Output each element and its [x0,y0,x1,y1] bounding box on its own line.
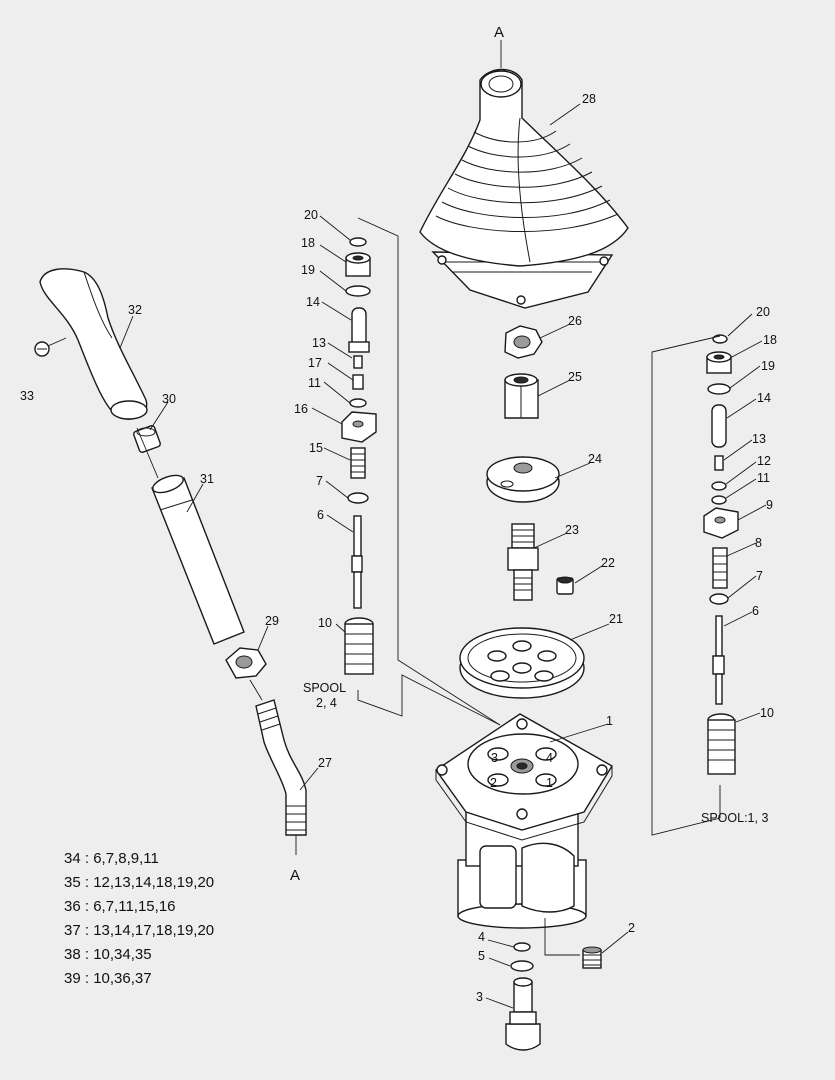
right-part-label-9: 9 [766,498,773,512]
kit-row-34: 34 : 6,7,8,9,11 [64,850,159,867]
left-part-label-10: 10 [318,616,332,630]
right-part-label-8: 8 [755,536,762,550]
seal-part-4 [513,942,531,952]
part-label-4: 4 [478,930,485,944]
rod-part-27 [255,699,307,836]
port-number-4: 4 [546,751,553,765]
collar-part-30 [133,425,161,453]
spool-label-right: SPOOL:1, 3 [701,811,768,825]
nut-part-29 [225,647,267,679]
joint-part-23 [507,523,539,601]
pipe-part-31 [151,474,245,645]
left-part-label-18: 18 [301,236,315,250]
part-label-27: 27 [318,756,332,770]
left-part-label-20: 20 [304,208,318,222]
shaft-part-3 [505,977,541,1051]
kit-list: 34 : 6,7,8,9,11 35 : 12,13,14,18,19,20 3… [64,850,214,987]
left-part-label-11: 11 [308,376,321,390]
port-number-2: 2 [490,776,497,790]
part-label-2: 2 [628,921,635,935]
part-label-25: 25 [568,370,582,384]
section-mark-bottom: A [290,867,300,884]
coupling-part-25 [504,373,539,419]
right-part-label-10: 10 [760,706,774,720]
right-part-label-6: 6 [752,604,759,618]
body-part-1 [435,713,613,929]
left-spool-stack [341,237,377,675]
nut-part-26 [504,325,543,359]
left-part-label-15: 15 [309,441,323,455]
right-part-label-19: 19 [761,359,775,373]
part-label-31: 31 [200,472,214,486]
spool-label-left-1: SPOOL [303,681,346,695]
section-mark-top: A [494,24,504,41]
boot-part-28 [419,68,629,309]
kit-row-39: 39 : 10,36,37 [64,970,152,987]
right-part-label-13: 13 [752,432,766,446]
right-part-label-20: 20 [756,305,770,319]
plug-part-2 [582,946,602,969]
left-part-label-16: 16 [294,402,308,416]
right-spool-stack [703,334,739,775]
left-part-label-13: 13 [312,336,326,350]
kit-row-38: 38 : 10,34,35 [64,946,152,963]
grip-part-32 [39,268,148,420]
left-part-label-7: 7 [316,474,323,488]
part-label-5: 5 [478,949,485,963]
plug-part-22 [556,576,574,595]
part-label-26: 26 [568,314,582,328]
left-part-label-6: 6 [317,508,324,522]
part-label-33: 33 [20,389,34,403]
part-label-29: 29 [265,614,279,628]
part-label-22: 22 [601,556,615,570]
part-label-1: 1 [606,714,613,728]
part-label-23: 23 [565,523,579,537]
kit-row-35: 35 : 12,13,14,18,19,20 [64,874,214,891]
right-part-label-11: 11 [757,471,770,485]
right-part-label-7: 7 [756,569,763,583]
part-label-21: 21 [609,612,623,626]
right-part-label-14: 14 [757,391,771,405]
right-part-label-12: 12 [757,454,771,468]
kit-row-37: 37 : 13,14,17,18,19,20 [64,922,214,939]
part-label-24: 24 [588,452,602,466]
left-part-label-19: 19 [301,263,315,277]
part-label-3: 3 [476,990,483,1004]
right-part-label-18: 18 [763,333,777,347]
spool-label-left-2: 2, 4 [316,696,337,710]
part-label-32: 32 [128,303,142,317]
plate-part-24 [486,456,560,503]
oring-part-5 [510,960,534,972]
left-part-label-14: 14 [306,295,320,309]
part-label-28: 28 [582,92,596,106]
port-number-3: 3 [491,751,498,765]
screw-part-33 [34,337,67,357]
part-label-30: 30 [162,392,176,406]
left-part-label-17: 17 [308,356,322,370]
port-number-1: 1 [546,776,553,790]
plate-part-21 [459,627,585,699]
kit-row-36: 36 : 6,7,11,15,16 [64,898,176,915]
